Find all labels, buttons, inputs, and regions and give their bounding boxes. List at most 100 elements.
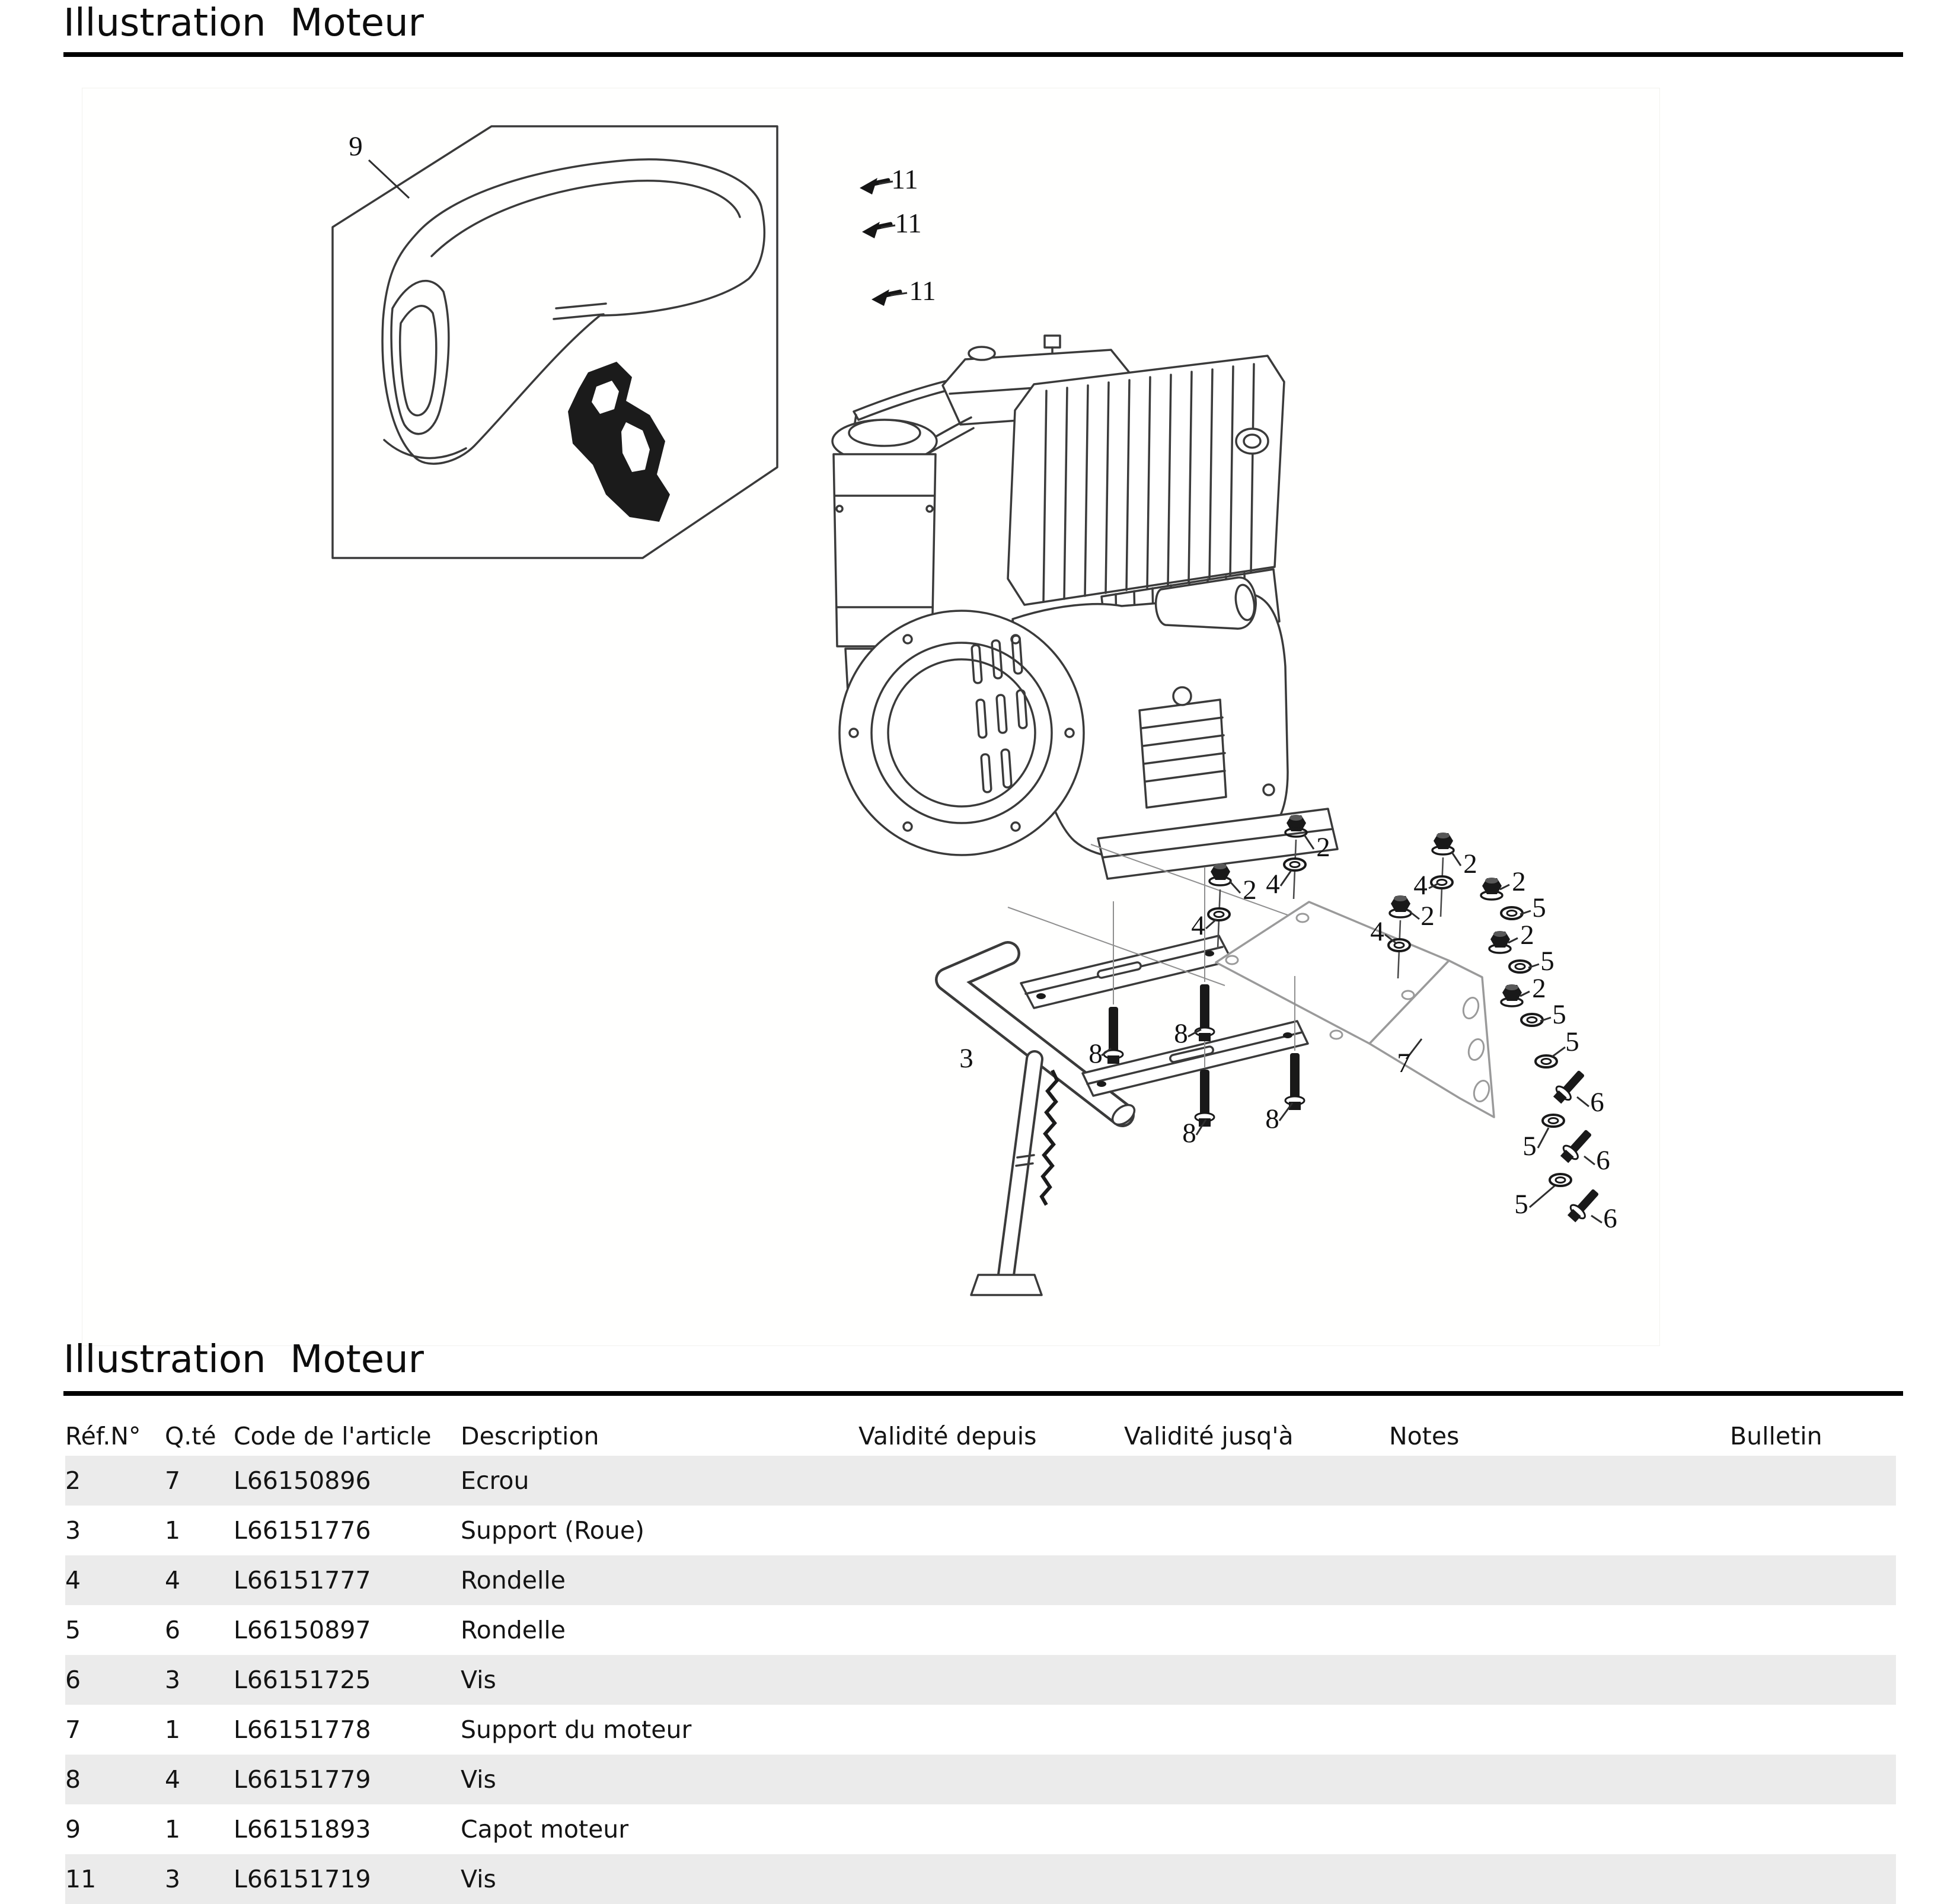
column-header-ref: Réf.N° <box>65 1422 141 1450</box>
nut-washer-set <box>1500 983 1552 1027</box>
callout-5: 5 <box>1532 892 1546 923</box>
callout-2: 2 <box>1420 901 1435 932</box>
cell-ref: 4 <box>65 1566 81 1594</box>
callout-5: 5 <box>1540 946 1554 977</box>
cell-ref: 8 <box>65 1765 81 1794</box>
callout-11: 11 <box>895 208 921 239</box>
cell-code: L66151719 <box>234 1865 371 1893</box>
table-row: 7 1 L66151778 Support du moteur <box>65 1705 1896 1755</box>
callout-5: 5 <box>1522 1131 1537 1162</box>
title-rule <box>63 52 1903 57</box>
cell-code: L66151725 <box>234 1666 371 1694</box>
cell-qty: 4 <box>165 1765 181 1794</box>
table-row: 6 3 L66151725 Vis <box>65 1655 1896 1705</box>
column-header-bulletin: Bulletin <box>1730 1422 1822 1450</box>
callout-2: 2 <box>1316 832 1330 863</box>
cell-ref: 2 <box>65 1466 81 1495</box>
table-row: 9 1 L66151893 Capot moteur <box>65 1804 1896 1854</box>
cell-desc: Support (Roue) <box>461 1516 645 1545</box>
cell-ref: 7 <box>65 1715 81 1744</box>
callout-8: 8 <box>1088 1038 1103 1069</box>
cell-qty: 3 <box>165 1666 181 1694</box>
cell-desc: Rondelle <box>461 1616 566 1644</box>
cell-code: L66151893 <box>234 1815 371 1844</box>
cell-ref: 3 <box>65 1516 81 1545</box>
nut-washer-set <box>1384 894 1420 979</box>
column-header-notes: Notes <box>1389 1422 1460 1450</box>
callout-5: 5 <box>1552 999 1566 1030</box>
cell-code: L66150897 <box>234 1616 371 1644</box>
engine-mounting-plate <box>1007 844 1495 1118</box>
engine-line-art <box>831 334 1339 880</box>
callout-4: 4 <box>1413 870 1428 901</box>
callout-6: 6 <box>1590 1087 1604 1118</box>
callout-3: 3 <box>959 1043 973 1074</box>
callout-2: 2 <box>1463 849 1477 879</box>
callout-9: 9 <box>349 131 363 162</box>
cell-ref: 9 <box>65 1815 81 1844</box>
callout-2: 2 <box>1243 875 1257 905</box>
callout-6: 6 <box>1596 1145 1610 1176</box>
cell-desc: Support du moteur <box>461 1715 692 1744</box>
cell-code: L66151777 <box>234 1566 371 1594</box>
callout-2: 2 <box>1520 920 1534 951</box>
table-row: 8 4 L66151779 Vis <box>65 1755 1896 1804</box>
cell-code: L66151779 <box>234 1765 371 1794</box>
callout-4: 4 <box>1370 916 1384 947</box>
fastener-icons <box>1101 814 1604 1226</box>
page-title: Illustration Moteur <box>63 1 424 45</box>
callout-4: 4 <box>1191 910 1205 941</box>
table-row: 11 3 L66151719 Vis <box>65 1854 1896 1904</box>
nut-washer-set <box>1279 814 1315 900</box>
callout-8: 8 <box>1265 1104 1279 1134</box>
cell-qty: 6 <box>165 1616 181 1644</box>
table-row: 5 6 L66150897 Rondelle <box>65 1605 1896 1655</box>
cell-ref: 5 <box>65 1616 81 1644</box>
cell-desc: Capot moteur <box>461 1815 629 1844</box>
callout-8: 8 <box>1174 1018 1188 1049</box>
screw-icons-part11 <box>860 177 908 306</box>
nut-washer-set <box>1428 831 1462 917</box>
callout-11: 11 <box>891 164 918 195</box>
cell-qty: 1 <box>165 1516 181 1545</box>
washer-bolt-set <box>1529 1173 1604 1226</box>
cell-qty: 3 <box>165 1865 181 1893</box>
cell-desc: Vis <box>461 1865 496 1893</box>
section-rule <box>63 1391 1903 1396</box>
column-header-desc: Description <box>461 1422 599 1450</box>
cell-qty: 1 <box>165 1715 181 1744</box>
cell-desc: Vis <box>461 1765 496 1794</box>
cell-qty: 7 <box>165 1466 181 1495</box>
section-title: Illustration Moteur <box>63 1338 424 1382</box>
nut-washer-set <box>1488 930 1540 974</box>
column-header-code: Code de l'article <box>234 1422 432 1450</box>
cell-qty: 4 <box>165 1566 181 1594</box>
cell-ref: 6 <box>65 1666 81 1694</box>
cell-qty: 1 <box>165 1815 181 1844</box>
callout-5: 5 <box>1565 1026 1579 1057</box>
parts-table-header: Réf.N° Q.té Code de l'article Description Va… <box>65 1418 1900 1454</box>
cell-desc: Vis <box>461 1666 496 1694</box>
callout-5: 5 <box>1514 1189 1528 1220</box>
wheel-support-frame <box>935 935 1309 1296</box>
column-header-qty: Q.té <box>165 1422 216 1450</box>
cell-code: L66151778 <box>234 1715 371 1744</box>
callout-4: 4 <box>1266 869 1280 900</box>
callout-11: 11 <box>909 276 936 307</box>
callout-2: 2 <box>1512 866 1526 897</box>
callout-8: 8 <box>1182 1118 1196 1149</box>
washer-bolt-set <box>1537 1114 1597 1166</box>
cell-code: L66150896 <box>234 1466 371 1495</box>
column-header-validity_from: Validité depuis <box>858 1422 1037 1450</box>
cell-ref: 11 <box>65 1865 97 1893</box>
callout-2: 2 <box>1532 973 1546 1004</box>
nut-washer-set <box>1205 862 1241 949</box>
washer-bolt-set <box>1534 1046 1589 1108</box>
column-header-validity_to: Validité jusq'à <box>1124 1422 1294 1450</box>
